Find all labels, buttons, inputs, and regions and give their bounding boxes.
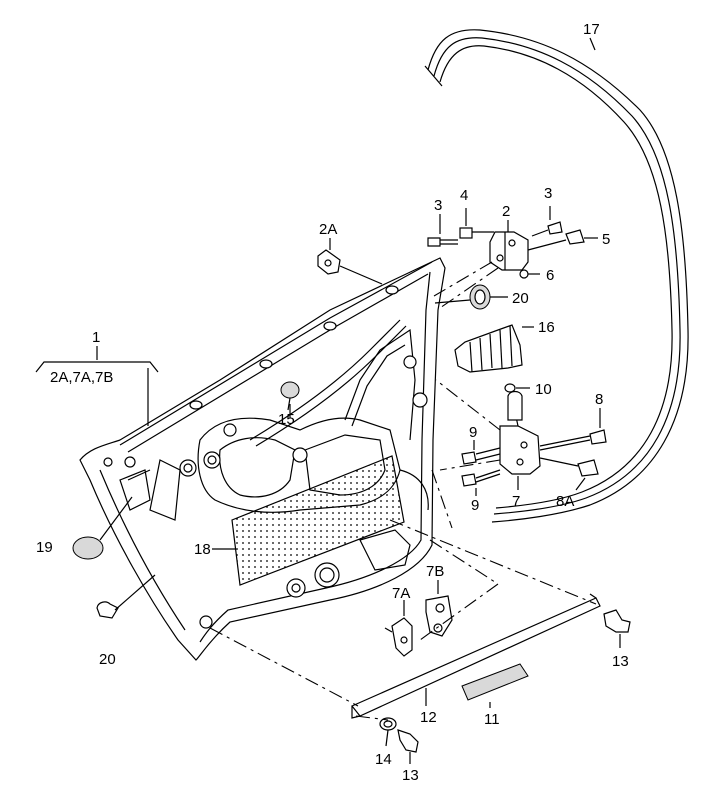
cable-boot-16 xyxy=(454,324,534,373)
fasteners-lower xyxy=(379,609,631,764)
label-8a: 8A xyxy=(556,493,574,510)
insert-11 xyxy=(461,663,529,708)
label-20-upper: 20 xyxy=(512,290,529,307)
assembly-dash-lines xyxy=(209,469,597,721)
damping-pad xyxy=(231,455,405,586)
sill-strip-12 xyxy=(351,593,601,719)
door-inner-panel xyxy=(79,257,446,661)
label-1-sub: 2A,7A,7B xyxy=(50,369,113,386)
label-3-right: 3 xyxy=(544,185,552,202)
label-12: 12 xyxy=(420,709,437,726)
label-18: 18 xyxy=(194,541,211,558)
door-seal xyxy=(424,29,689,523)
label-9-lower: 9 xyxy=(471,497,479,514)
label-11: 11 xyxy=(484,711,500,728)
callout-labels: 1 2A,7A,7B 2 2A 3 3 4 5 6 7 7A 7B 8 8A 9… xyxy=(36,21,629,784)
label-20-lower: 20 xyxy=(99,651,116,668)
label-13-bottom: 13 xyxy=(402,767,419,784)
label-2a: 2A xyxy=(319,221,337,238)
label-15: 15 xyxy=(278,411,295,428)
label-8: 8 xyxy=(595,391,603,408)
plug-15 xyxy=(280,381,300,411)
label-5: 5 xyxy=(602,231,610,248)
label-10: 10 xyxy=(535,381,552,398)
label-7: 7 xyxy=(512,493,520,510)
label-14: 14 xyxy=(375,751,392,768)
label-1: 1 xyxy=(92,329,100,346)
label-1-bracket xyxy=(35,346,291,426)
label-9-upper: 9 xyxy=(469,424,477,441)
top-rail-holes xyxy=(189,285,399,410)
grommet-20-upper xyxy=(434,284,508,310)
label-6: 6 xyxy=(546,267,554,284)
label-19: 19 xyxy=(36,539,53,556)
label-13-right: 13 xyxy=(612,653,629,670)
label-16: 16 xyxy=(538,319,555,336)
bracket-2a xyxy=(317,238,383,285)
label-17: 17 xyxy=(583,21,600,38)
label-4: 4 xyxy=(460,187,468,204)
label-7b: 7B xyxy=(426,563,444,580)
check-strap-parts xyxy=(384,580,453,657)
clip-20-lower xyxy=(96,574,156,619)
lower-hinge xyxy=(435,379,607,496)
upper-hinge xyxy=(427,206,598,309)
leader-19-door xyxy=(127,469,151,481)
leader-17 xyxy=(589,37,596,51)
label-2: 2 xyxy=(502,203,510,220)
label-3-left: 3 xyxy=(434,197,442,214)
label-7a: 7A xyxy=(392,585,410,602)
cap-19 xyxy=(72,496,133,560)
